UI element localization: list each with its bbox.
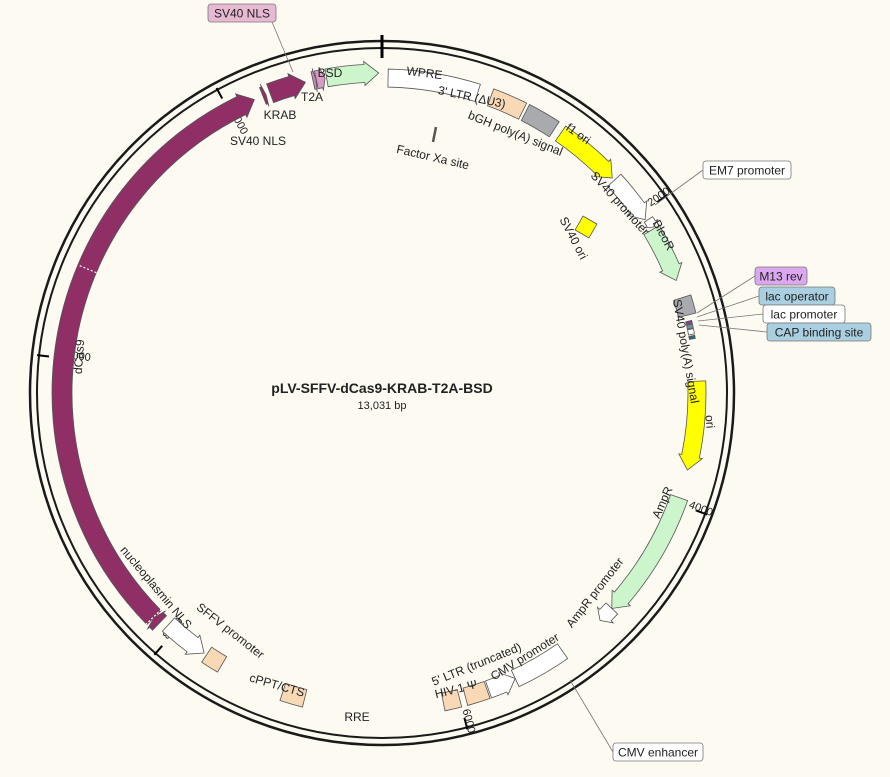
tick-label: 6000 (460, 708, 478, 735)
callout-box-sv40nls-top (207, 3, 277, 23)
callout-box-cap (766, 322, 872, 342)
feature-sv40pa (673, 294, 697, 318)
plasmid-name: pLV-SFFV-dCas9-KRAB-T2A-BSD (271, 380, 492, 396)
callout-text-sv40nls-top: SV40 NLS (214, 7, 270, 21)
callout-line-lacp (697, 313, 764, 322)
callout-line-cmvenh (569, 679, 614, 753)
callout-line-em7 (654, 169, 704, 206)
label-ori: ori (702, 414, 717, 429)
callout-line-cap (698, 324, 768, 333)
tick-mark (463, 717, 469, 730)
label-krab: KRAB (264, 108, 297, 122)
feature-nls2 (146, 610, 168, 631)
label-t2a: T2A (301, 90, 323, 104)
feature-em7 (643, 216, 659, 229)
label-bsd: BSD (318, 66, 343, 80)
label-sv40-nls: SV40 NLS (230, 134, 286, 148)
label-wpre: WPRE (406, 64, 443, 82)
callout-text-lacp: lac promoter (771, 308, 838, 322)
feature-sv40p (607, 173, 648, 221)
feature-nls3 (310, 68, 318, 92)
feature-lacop (686, 323, 694, 330)
feature-hiv (440, 689, 463, 712)
factor-xa-mark (431, 126, 438, 143)
feature-bsd (324, 60, 380, 88)
nls-divider (142, 606, 165, 628)
tick-mark (695, 509, 708, 516)
callout-line-lacop (696, 295, 760, 318)
feature-wpre (387, 68, 481, 102)
feature-ampr (611, 494, 689, 609)
tick-mark (656, 194, 668, 203)
callout-text-m13rev: M13 rev (759, 270, 802, 284)
feature-cap (688, 334, 696, 340)
label-dcas9: dCas9 (71, 339, 87, 375)
feature-cppt (201, 646, 228, 673)
dcas9-divider (77, 264, 97, 274)
feature-ori (678, 380, 707, 471)
callout-box-em7 (702, 160, 792, 180)
feature-krab (266, 72, 307, 104)
plasmid-size: 13,031 bp (358, 400, 407, 412)
callout-line-m13rev (696, 275, 756, 314)
feature-bleor (643, 224, 683, 282)
tick-mark (215, 87, 224, 100)
feature-m13rev (685, 319, 693, 326)
feature-f1ori (554, 125, 613, 179)
sv40-ori-mark (574, 215, 598, 239)
feature-ltr5 (462, 680, 491, 706)
callout-box-cmvenh (612, 742, 704, 762)
feature-t2a (313, 66, 326, 91)
callout-text-cmvenh: CMV enhancer (618, 746, 698, 760)
feature-lacp (687, 328, 695, 336)
feature-cmvenh (510, 643, 569, 688)
feature-nls1 (259, 83, 270, 107)
tick-mark (36, 354, 50, 358)
feature-arrows (51, 60, 707, 712)
feature-rre (279, 682, 308, 708)
feature-dcas9 (51, 93, 255, 626)
callout-text-cap: CAP binding site (775, 326, 864, 340)
callout-box-m13rev (754, 266, 808, 286)
callout-text-em7: EM7 promoter (709, 164, 785, 178)
callout-text-lacop: lac operator (765, 290, 828, 304)
tick-mark (153, 645, 163, 656)
feature-cmvprom (484, 671, 516, 699)
plasmid-backbone (28, 35, 736, 747)
callout-line-sv40nls-top (271, 21, 294, 73)
feature-bgh (520, 103, 560, 138)
feature-ltr3 (486, 88, 528, 120)
label-rre: RRE (344, 710, 369, 724)
feature-amprp (596, 602, 619, 624)
feature-sffv (161, 617, 205, 655)
